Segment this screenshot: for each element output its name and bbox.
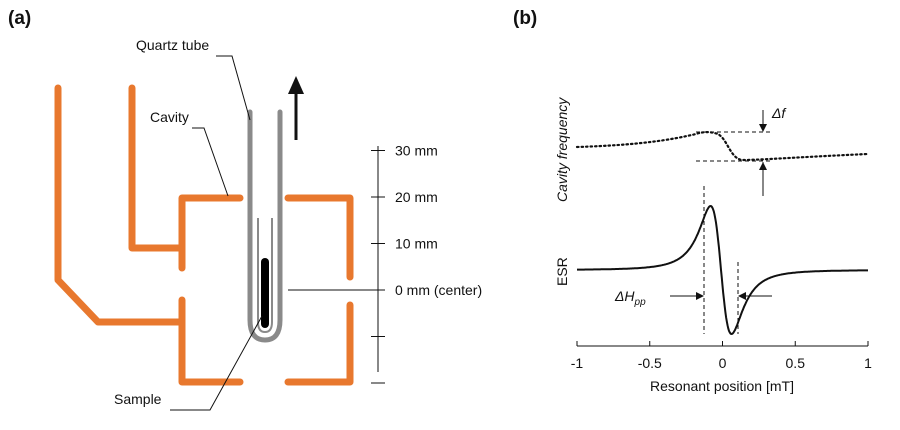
cavity-leader	[192, 127, 229, 197]
cavity-left-top-wall	[178, 194, 244, 272]
cavity-left-bottom-wall	[178, 296, 244, 386]
x-tick-label: -0.5	[638, 355, 662, 371]
x-tick-label: -1	[571, 355, 584, 371]
sample-rod	[261, 258, 269, 328]
cavity-right-bottom-wall	[284, 301, 354, 386]
mm-tick-label: 20 mm	[395, 189, 438, 205]
sample-label: Sample	[114, 391, 162, 407]
sample-leader	[170, 315, 263, 411]
cavity-frequency-label: Cavity frequency	[554, 97, 570, 202]
mm-tick-label: 10 mm	[395, 236, 438, 252]
delta-h-subscript: pp	[634, 297, 647, 308]
mm-tick-label: 30 mm	[395, 143, 438, 159]
x-ticks: -1 -0.5 0 0.5 1	[571, 341, 872, 371]
delta-h-pp-label: ΔHpp	[614, 288, 646, 308]
panel-b-label: (b)	[513, 8, 537, 29]
quartz-tube	[247, 109, 283, 343]
move-up-arrow	[288, 76, 304, 140]
x-tick-label: 1	[864, 355, 872, 371]
panel-a-label: (a)	[8, 8, 31, 29]
delta-f-label: Δf	[771, 105, 787, 121]
quartz-tube-label: Quartz tube	[136, 37, 209, 53]
x-axis-label: Resonant position [mT]	[650, 378, 794, 394]
x-tick-label: 0	[719, 355, 727, 371]
mm-scale: 30 mm 20 mm 10 mm 0 mm (center)	[371, 143, 482, 384]
cavity-upper-waveguide	[128, 84, 186, 252]
delta-h-arrows	[670, 292, 772, 300]
cavity-lower-waveguide	[54, 84, 186, 326]
cavity-label: Cavity	[150, 109, 189, 125]
x-tick-label: 0.5	[786, 355, 806, 371]
delta-h-text: ΔH	[614, 288, 635, 304]
cavity-diagram	[54, 84, 354, 386]
mm-tick-label: 0 mm (center)	[395, 282, 482, 298]
cavity-frequency-curve	[575, 131, 870, 162]
esr-curve	[577, 204, 868, 336]
quartz-tube-inner	[257, 218, 273, 334]
delta-f-arrows	[759, 110, 767, 196]
quartz-tube-leader	[216, 55, 251, 121]
cavity-right-top-wall	[284, 194, 354, 281]
esr-label: ESR	[554, 257, 570, 286]
quartz-tube-outer	[247, 109, 283, 343]
